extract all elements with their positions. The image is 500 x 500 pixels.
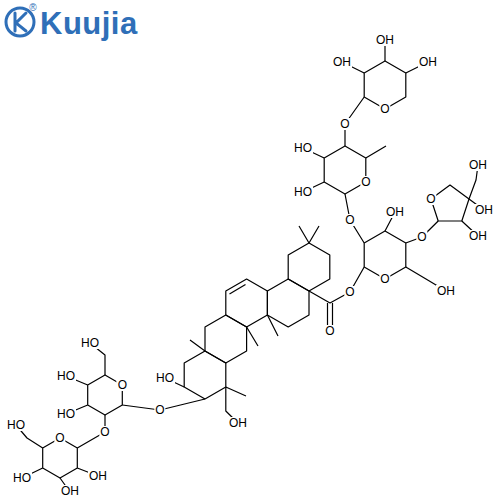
registered-mark: ® <box>29 3 36 13</box>
atom-label: HO <box>56 408 76 420</box>
atom-label: O <box>379 103 390 115</box>
atom-label: O <box>339 118 350 130</box>
atom-label: OH <box>436 285 456 297</box>
atom-label: OH <box>418 56 438 68</box>
atom-label: HO <box>56 370 76 382</box>
atom-label: OH <box>88 470 108 482</box>
atom-label: O <box>344 214 355 226</box>
atom-label: OH <box>474 204 494 216</box>
logo-text: Kuujia <box>40 8 138 39</box>
atom-label: O <box>379 273 390 285</box>
atom-label: HO <box>12 472 32 484</box>
atom-label: OH <box>468 159 488 171</box>
atom-label: O <box>99 426 110 438</box>
atom-label: OH <box>468 230 488 242</box>
bonds <box>16 40 484 492</box>
atom-label: O <box>425 193 436 205</box>
atom-label: O <box>324 325 335 337</box>
atom-label: OH <box>228 417 248 429</box>
atom-label: HO <box>293 142 313 154</box>
atom-label: HO <box>6 419 26 431</box>
atom-label: HO <box>155 372 175 384</box>
atom-label: HO <box>80 337 100 349</box>
atom-label: O <box>416 231 427 243</box>
atom-label: HO <box>293 186 313 198</box>
atom-label: O <box>360 176 371 188</box>
atom-label: OH <box>332 56 352 68</box>
atom-label: O <box>154 404 165 416</box>
atom-label: OH <box>375 34 395 46</box>
atom-label: O <box>344 286 355 298</box>
atom-label: OH <box>60 485 80 497</box>
atom-label: OH <box>385 206 405 218</box>
atom-label: O <box>54 432 65 444</box>
atom-label: O <box>117 379 128 391</box>
